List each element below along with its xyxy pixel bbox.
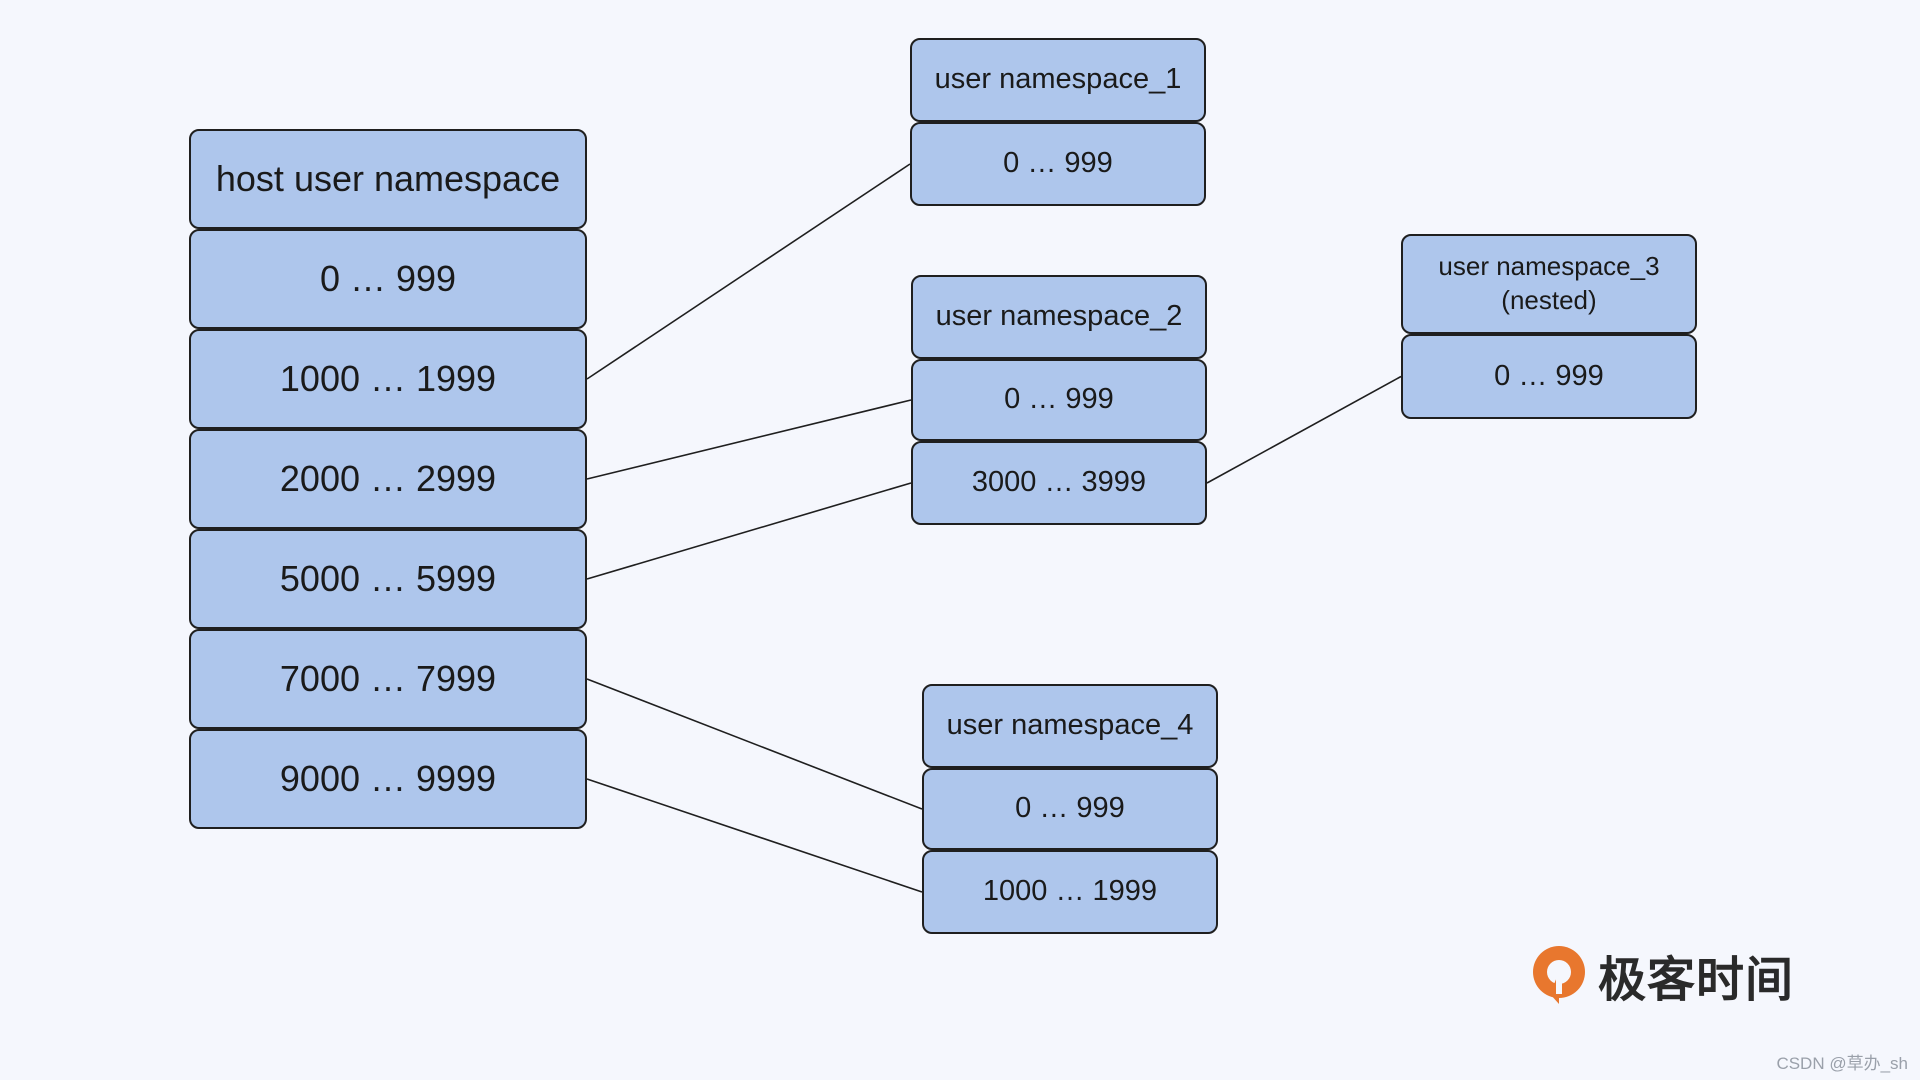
csdn-watermark: CSDN @草办_sh (1776, 1054, 1908, 1073)
mapping-line-4 (586, 678, 923, 810)
mapping-line-1 (586, 399, 912, 480)
host-range-1: 1000 … 1999 (189, 329, 587, 429)
host-range-5: 9000 … 9999 (189, 729, 587, 829)
geektime-logo-icon (1533, 946, 1585, 1004)
host-range-4: 7000 … 7999 (189, 629, 587, 729)
geektime-brand-name: 极客时间 (1598, 954, 1795, 1007)
mapping-line-2 (586, 482, 912, 580)
ns4-range-0: 0 … 999 (922, 768, 1218, 850)
mapping-line-0 (586, 163, 911, 380)
host-range-3: 5000 … 5999 (189, 529, 587, 629)
ns2-range-1: 3000 … 3999 (911, 441, 1207, 525)
ns2-range-0: 0 … 999 (911, 359, 1207, 441)
ns2-title: user namespace_2 (911, 275, 1207, 359)
ns4-title: user namespace_4 (922, 684, 1218, 768)
mapping-line-3 (1206, 375, 1402, 484)
ns3-title: user namespace_3 (nested) (1401, 234, 1697, 334)
mapping-line-5 (586, 778, 923, 893)
ns3-range-0: 0 … 999 (1401, 334, 1697, 419)
ns1-title: user namespace_1 (910, 38, 1206, 122)
ns1-range-0: 0 … 999 (910, 122, 1206, 206)
host-range-2: 2000 … 2999 (189, 429, 587, 529)
host-range-0: 0 … 999 (189, 229, 587, 329)
ns4-range-1: 1000 … 1999 (922, 850, 1218, 934)
geektime-brand: 极客时间 (1528, 940, 1794, 1010)
host-namespace-title: host user namespace (189, 129, 587, 229)
